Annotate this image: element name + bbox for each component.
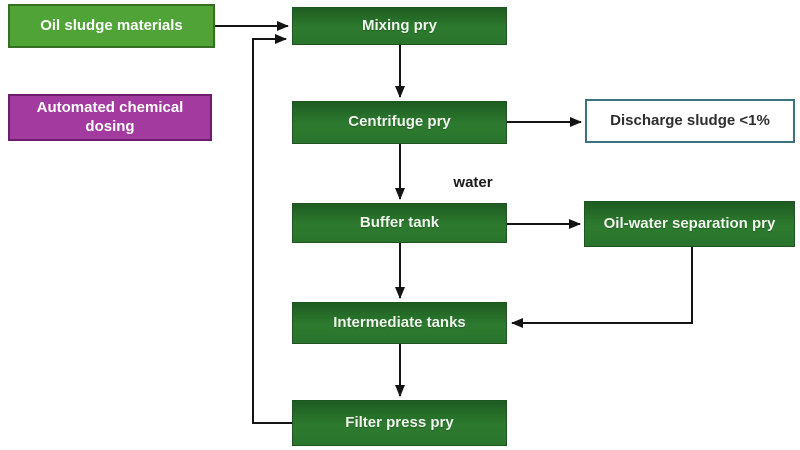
node-intermediate-tanks: Intermediate tanks bbox=[292, 302, 507, 344]
node-discharge-sludge: Discharge sludge <1% bbox=[585, 99, 795, 143]
node-centrifuge-pry: Centrifuge pry bbox=[292, 101, 507, 144]
arrow-filter-press-to-mixing-feedback bbox=[252, 34, 292, 424]
node-oil-sludge-materials: Oil sludge materials bbox=[8, 4, 215, 48]
node-mixing-pry: Mixing pry bbox=[292, 7, 507, 45]
node-intermediate-tanks-label: Intermediate tanks bbox=[333, 313, 466, 331]
node-mixing-pry-label: Mixing pry bbox=[361, 16, 437, 34]
node-centrifuge-pry-label: Centrifuge pry bbox=[348, 113, 451, 131]
node-buffer-tank-label: Buffer tank bbox=[359, 213, 440, 231]
node-automated-chemical-dosing-label: Automated chemical dosing bbox=[36, 98, 184, 135]
water-annotation: water bbox=[453, 174, 493, 191]
node-oil-sludge-materials-label: Oil sludge materials bbox=[40, 16, 183, 34]
node-automated-chemical-dosing: Automated chemical dosing bbox=[8, 94, 212, 141]
arrow-oil-water-to-intermediate bbox=[511, 247, 693, 328]
node-discharge-sludge-label: Discharge sludge <1% bbox=[610, 111, 770, 129]
node-filter-press-pry-label: Filter press pry bbox=[345, 413, 454, 431]
node-filter-press-pry: Filter press pry bbox=[292, 400, 507, 446]
node-oil-water-separation-pry: Oil-water separation pry bbox=[584, 201, 795, 247]
node-buffer-tank: Buffer tank bbox=[292, 203, 507, 243]
node-oil-water-separation-pry-label: Oil-water separation pry bbox=[603, 214, 776, 232]
